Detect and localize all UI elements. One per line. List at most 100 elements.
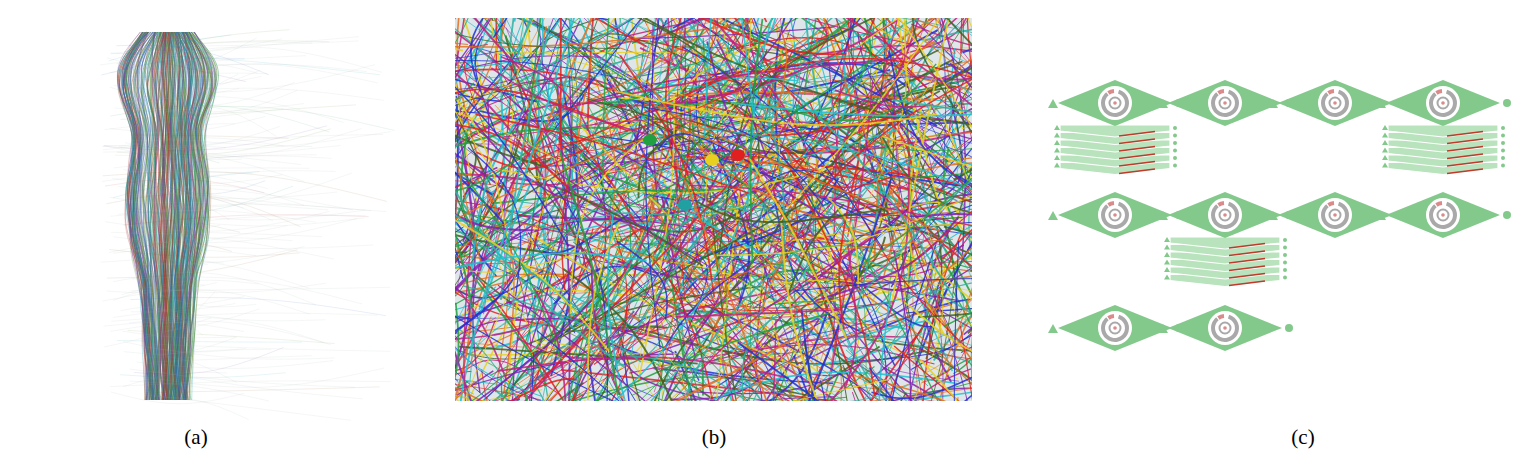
fibre-line [121, 129, 362, 157]
neuron-column [100, 30, 394, 421]
core-ring [1321, 90, 1349, 117]
fibre-line [128, 330, 335, 343]
input-triangle [1382, 133, 1388, 138]
fibre-line [817, 78, 972, 193]
fibre-tangle [455, 18, 972, 401]
unit-core [1098, 198, 1132, 232]
fibre-line [655, 85, 694, 262]
plate-mark [1229, 274, 1265, 279]
fibre-line [100, 259, 309, 288]
fibre-line [110, 381, 391, 387]
input-triangle [1054, 133, 1060, 138]
fibre-line [630, 334, 692, 401]
fibre-line [468, 147, 521, 296]
unit-icon [1376, 192, 1511, 238]
stack-plate [1060, 125, 1170, 137]
core-inner [1220, 210, 1231, 221]
plate-mark [1119, 154, 1155, 159]
plate-mark [1447, 169, 1483, 174]
plate-mark [1229, 281, 1265, 286]
fibre-line [455, 181, 458, 381]
core-inner [1110, 210, 1121, 221]
fibre-line [112, 178, 243, 208]
fibre-line [641, 107, 823, 206]
fibre-line [894, 251, 911, 401]
fibre-line [471, 18, 543, 56]
fibre-line [915, 214, 972, 252]
fibre-line [455, 158, 537, 230]
unit-diamond [1386, 80, 1500, 126]
fibre-line [121, 105, 356, 120]
fibre-line [123, 372, 227, 386]
fibre-line [455, 24, 502, 59]
fibre-line [893, 100, 972, 145]
plate-mark [1229, 251, 1265, 256]
fibre-line [105, 109, 283, 130]
fibre-line [103, 126, 327, 150]
fibre-line [110, 105, 329, 132]
core-ring [1429, 90, 1457, 117]
plate-mark [1119, 139, 1155, 144]
fibre-line [106, 194, 300, 227]
fibre-line [750, 159, 847, 338]
fibre-line [859, 18, 972, 46]
core-inner [1330, 210, 1341, 221]
fibre-line [153, 204, 229, 220]
fibre-line [541, 349, 700, 401]
input-triangle [1268, 99, 1278, 108]
soma-blob [705, 154, 719, 166]
core-ring [1107, 201, 1114, 207]
fibre-line [116, 45, 269, 75]
fibre-line [579, 379, 891, 401]
input-triangle [1382, 140, 1388, 145]
fibre-line [882, 136, 972, 232]
output-dot [1501, 149, 1505, 153]
icon-grid [1048, 80, 1511, 351]
unit-icon [1158, 192, 1293, 287]
fibre-line [495, 352, 534, 401]
fibre-line [157, 32, 168, 400]
core-ring [1211, 202, 1239, 229]
fibre-line [956, 18, 972, 80]
output-dot [1501, 164, 1505, 168]
unit-icon [1376, 80, 1511, 175]
fibre-line [955, 174, 972, 311]
input-triangle [1164, 275, 1170, 280]
fibre-line [793, 76, 958, 92]
fibre-line [131, 186, 293, 213]
fibre-line [722, 18, 752, 126]
fibre-line [130, 369, 355, 387]
output-dot [1173, 164, 1177, 168]
fibre-line [107, 283, 217, 293]
fibre-line [501, 57, 591, 136]
plate-mark [1229, 266, 1265, 271]
fibre-line [135, 242, 232, 251]
fibre-line [820, 380, 931, 401]
fibre-line [152, 354, 236, 383]
fibre-line [619, 384, 760, 401]
fibre-line [827, 197, 858, 287]
input-triangle [1054, 148, 1060, 153]
fibre-line [152, 356, 312, 362]
input-triangle [1382, 155, 1388, 160]
fibre-line [862, 158, 972, 293]
fibre-line [138, 222, 220, 231]
input-triangle [1382, 125, 1388, 130]
fibre-line [880, 278, 955, 401]
fibre-line [129, 76, 261, 85]
plate-mark [1229, 244, 1265, 249]
fibre-line [845, 246, 857, 390]
fibre-line [455, 77, 603, 188]
fibre-line [148, 291, 256, 307]
fibre-line [827, 164, 972, 282]
plate-mark [1119, 147, 1155, 152]
fibre-line [104, 145, 242, 159]
fibre-line [107, 38, 256, 68]
plate-mark [1447, 132, 1483, 137]
core-ring [1217, 201, 1224, 207]
fibre-line [476, 114, 749, 193]
output-dot [1283, 268, 1287, 272]
fibre-line [697, 18, 754, 114]
fibre-line [557, 18, 609, 32]
